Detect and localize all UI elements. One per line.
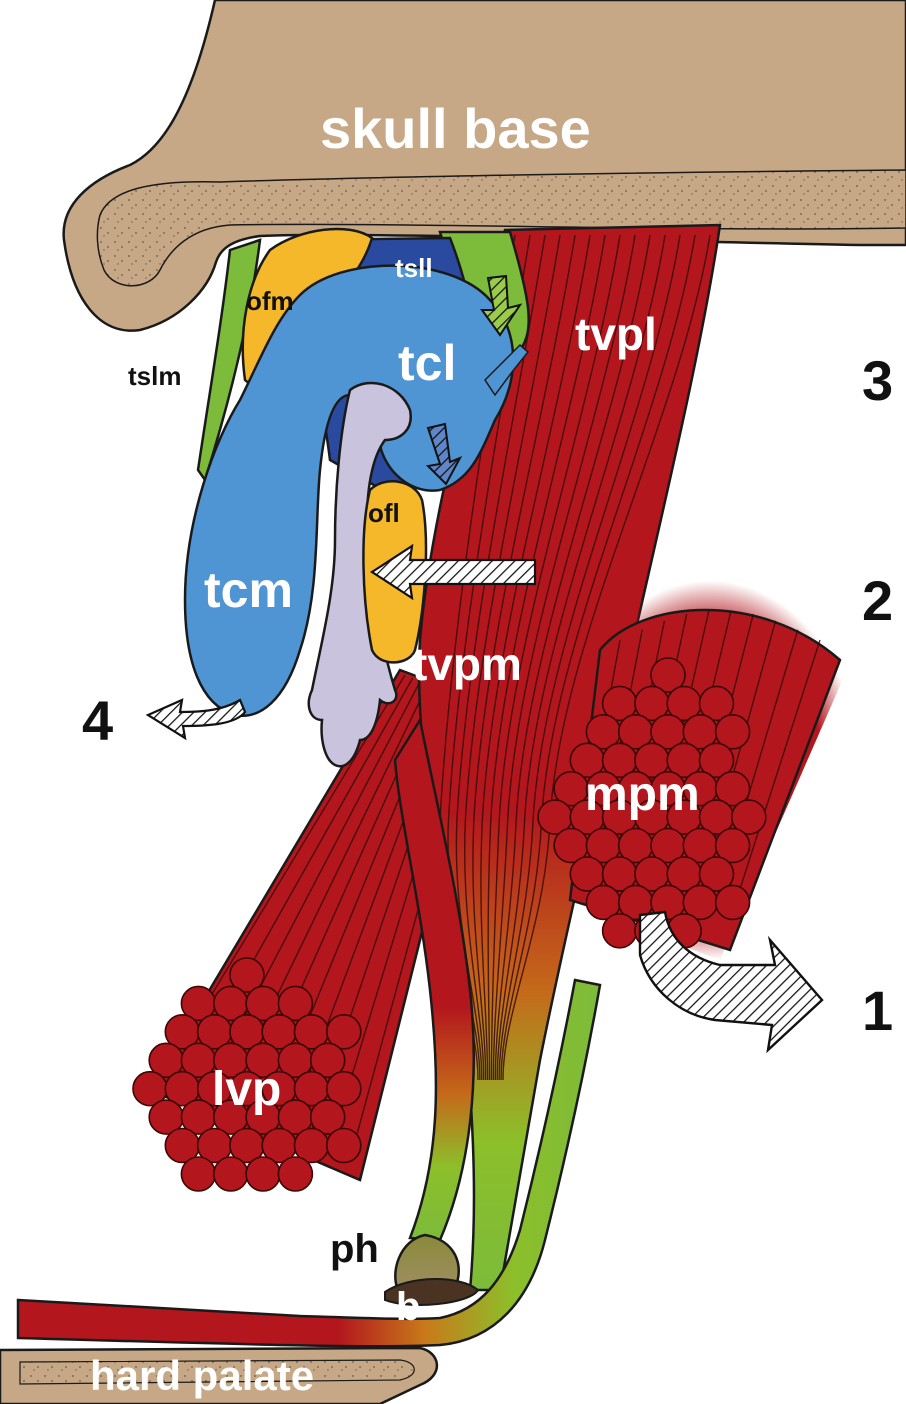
marker-2: 2: [862, 569, 893, 632]
label-mpm: mpm: [585, 768, 700, 821]
label-ph: ph: [330, 1227, 379, 1271]
label-hard-palate: hard palate: [90, 1352, 314, 1399]
marker-3: 3: [862, 349, 893, 412]
label-tvpm: tvpm: [412, 638, 522, 690]
lvp-fiber-bundle: [327, 1129, 361, 1163]
label-tvpl: tvpl: [575, 308, 657, 360]
lvp-fiber-bundle: [181, 1157, 215, 1191]
label-tcm: tcm: [204, 562, 293, 618]
label-tslm: tslm: [128, 361, 181, 391]
lvp-fiber-bundle: [246, 1157, 280, 1191]
mpm-fiber-bundle: [716, 885, 750, 919]
marker-4: 4: [82, 689, 113, 752]
lvp-fiber-bundle: [214, 1157, 248, 1191]
lvp-fiber-bundle: [278, 1157, 312, 1191]
marker-1: 1: [862, 979, 893, 1042]
label-tsll: tsll: [395, 253, 433, 283]
label-ofl: ofl: [368, 498, 400, 528]
label-tcl: tcl: [398, 335, 456, 391]
arrow-4: [148, 700, 245, 738]
mpm-fiber-bundle: [603, 914, 637, 948]
label-lvp: lvp: [212, 1063, 281, 1116]
label-ofm: ofm: [246, 286, 294, 316]
label-skull-base: skull base: [320, 97, 591, 160]
label-b: b: [396, 1285, 420, 1329]
